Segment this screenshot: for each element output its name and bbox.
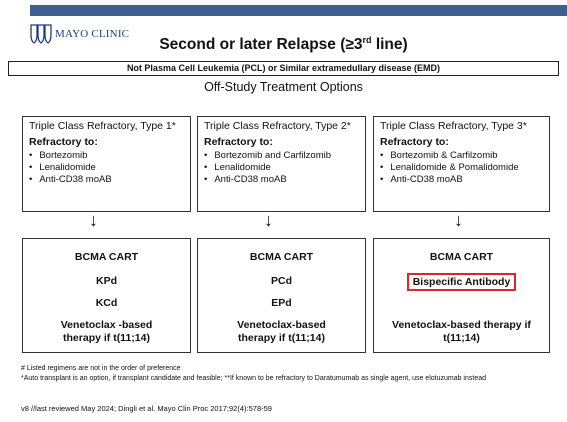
refractory-box-type-1: Triple Class Refractory, Type 1* Refract… [22,116,191,212]
highlighted-option: Bispecific Antibody [406,273,517,291]
footnote-order: # Listed regimens are not in the order o… [21,365,181,372]
refractory-box-type-3: Triple Class Refractory, Type 3* Refract… [373,116,550,212]
drug-list: Bortezomib Lenalidomide Anti-CD38 moAB [29,150,186,185]
list-item: Anti-CD38 moAB [204,174,361,185]
box-title: Triple Class Refractory, Type 3* [380,120,527,132]
down-arrow-icon: ↓ [264,210,273,230]
options-heading: Off-Study Treatment Options [204,80,363,94]
treatment-box-type-3: BCMA CART Bispecific Antibody Venetoclax… [373,238,550,353]
box-title: Triple Class Refractory, Type 2* [204,120,351,132]
mayo-clinic-logo: MAYO CLINIC [30,24,129,44]
drug-list: Bortezomib and Carfilzomib Lenalidomide … [204,150,361,185]
box-title: Triple Class Refractory, Type 1* [29,120,176,132]
list-item: Lenalidomide & Pomalidomide [380,162,545,173]
option-kpd: KPd [96,275,117,287]
option-pcd: PCd [271,275,292,287]
option-epd: EPd [271,297,292,309]
option-bcma-cart: BCMA CART [74,251,139,263]
list-item: Bortezomib [29,150,186,161]
refractory-box-type-2: Triple Class Refractory, Type 2* Refract… [197,116,366,212]
list-item: Lenalidomide [204,162,361,173]
page-title: Second or later Relapse (≥3rd line) [159,35,408,54]
shield-icon [30,24,52,44]
down-arrow-icon: ↓ [89,210,98,230]
logo-text: MAYO CLINIC [55,28,130,40]
list-item: Bortezomib and Carfilzomib [204,150,361,161]
header-banner [30,5,567,16]
list-item: Anti-CD38 moAB [29,174,186,185]
drug-list: Bortezomib & Carfilzomib Lenalidomide & … [380,150,545,185]
footnote-transplant: *Auto transplant is an option, if transp… [21,375,487,382]
option-bcma-cart: BCMA CART [249,251,314,263]
option-kcd: KCd [95,297,118,309]
list-item: Lenalidomide [29,162,186,173]
down-arrow-icon: ↓ [454,210,463,230]
list-item: Bortezomib & Carfilzomib [380,150,545,161]
option-bispecific-antibody: Bispecific Antibody [374,273,549,291]
list-item: Anti-CD38 moAB [380,174,545,185]
reference-line: v8 //last reviewed May 2024; Dingli et a… [21,404,272,413]
option-bcma-cart: BCMA CART [429,251,494,263]
refractory-label: Refractory to: [380,136,449,148]
refractory-label: Refractory to: [29,136,98,148]
refractory-label: Refractory to: [204,136,273,148]
subtitle-box: Not Plasma Cell Leukemia (PCL) or Simila… [8,61,559,76]
